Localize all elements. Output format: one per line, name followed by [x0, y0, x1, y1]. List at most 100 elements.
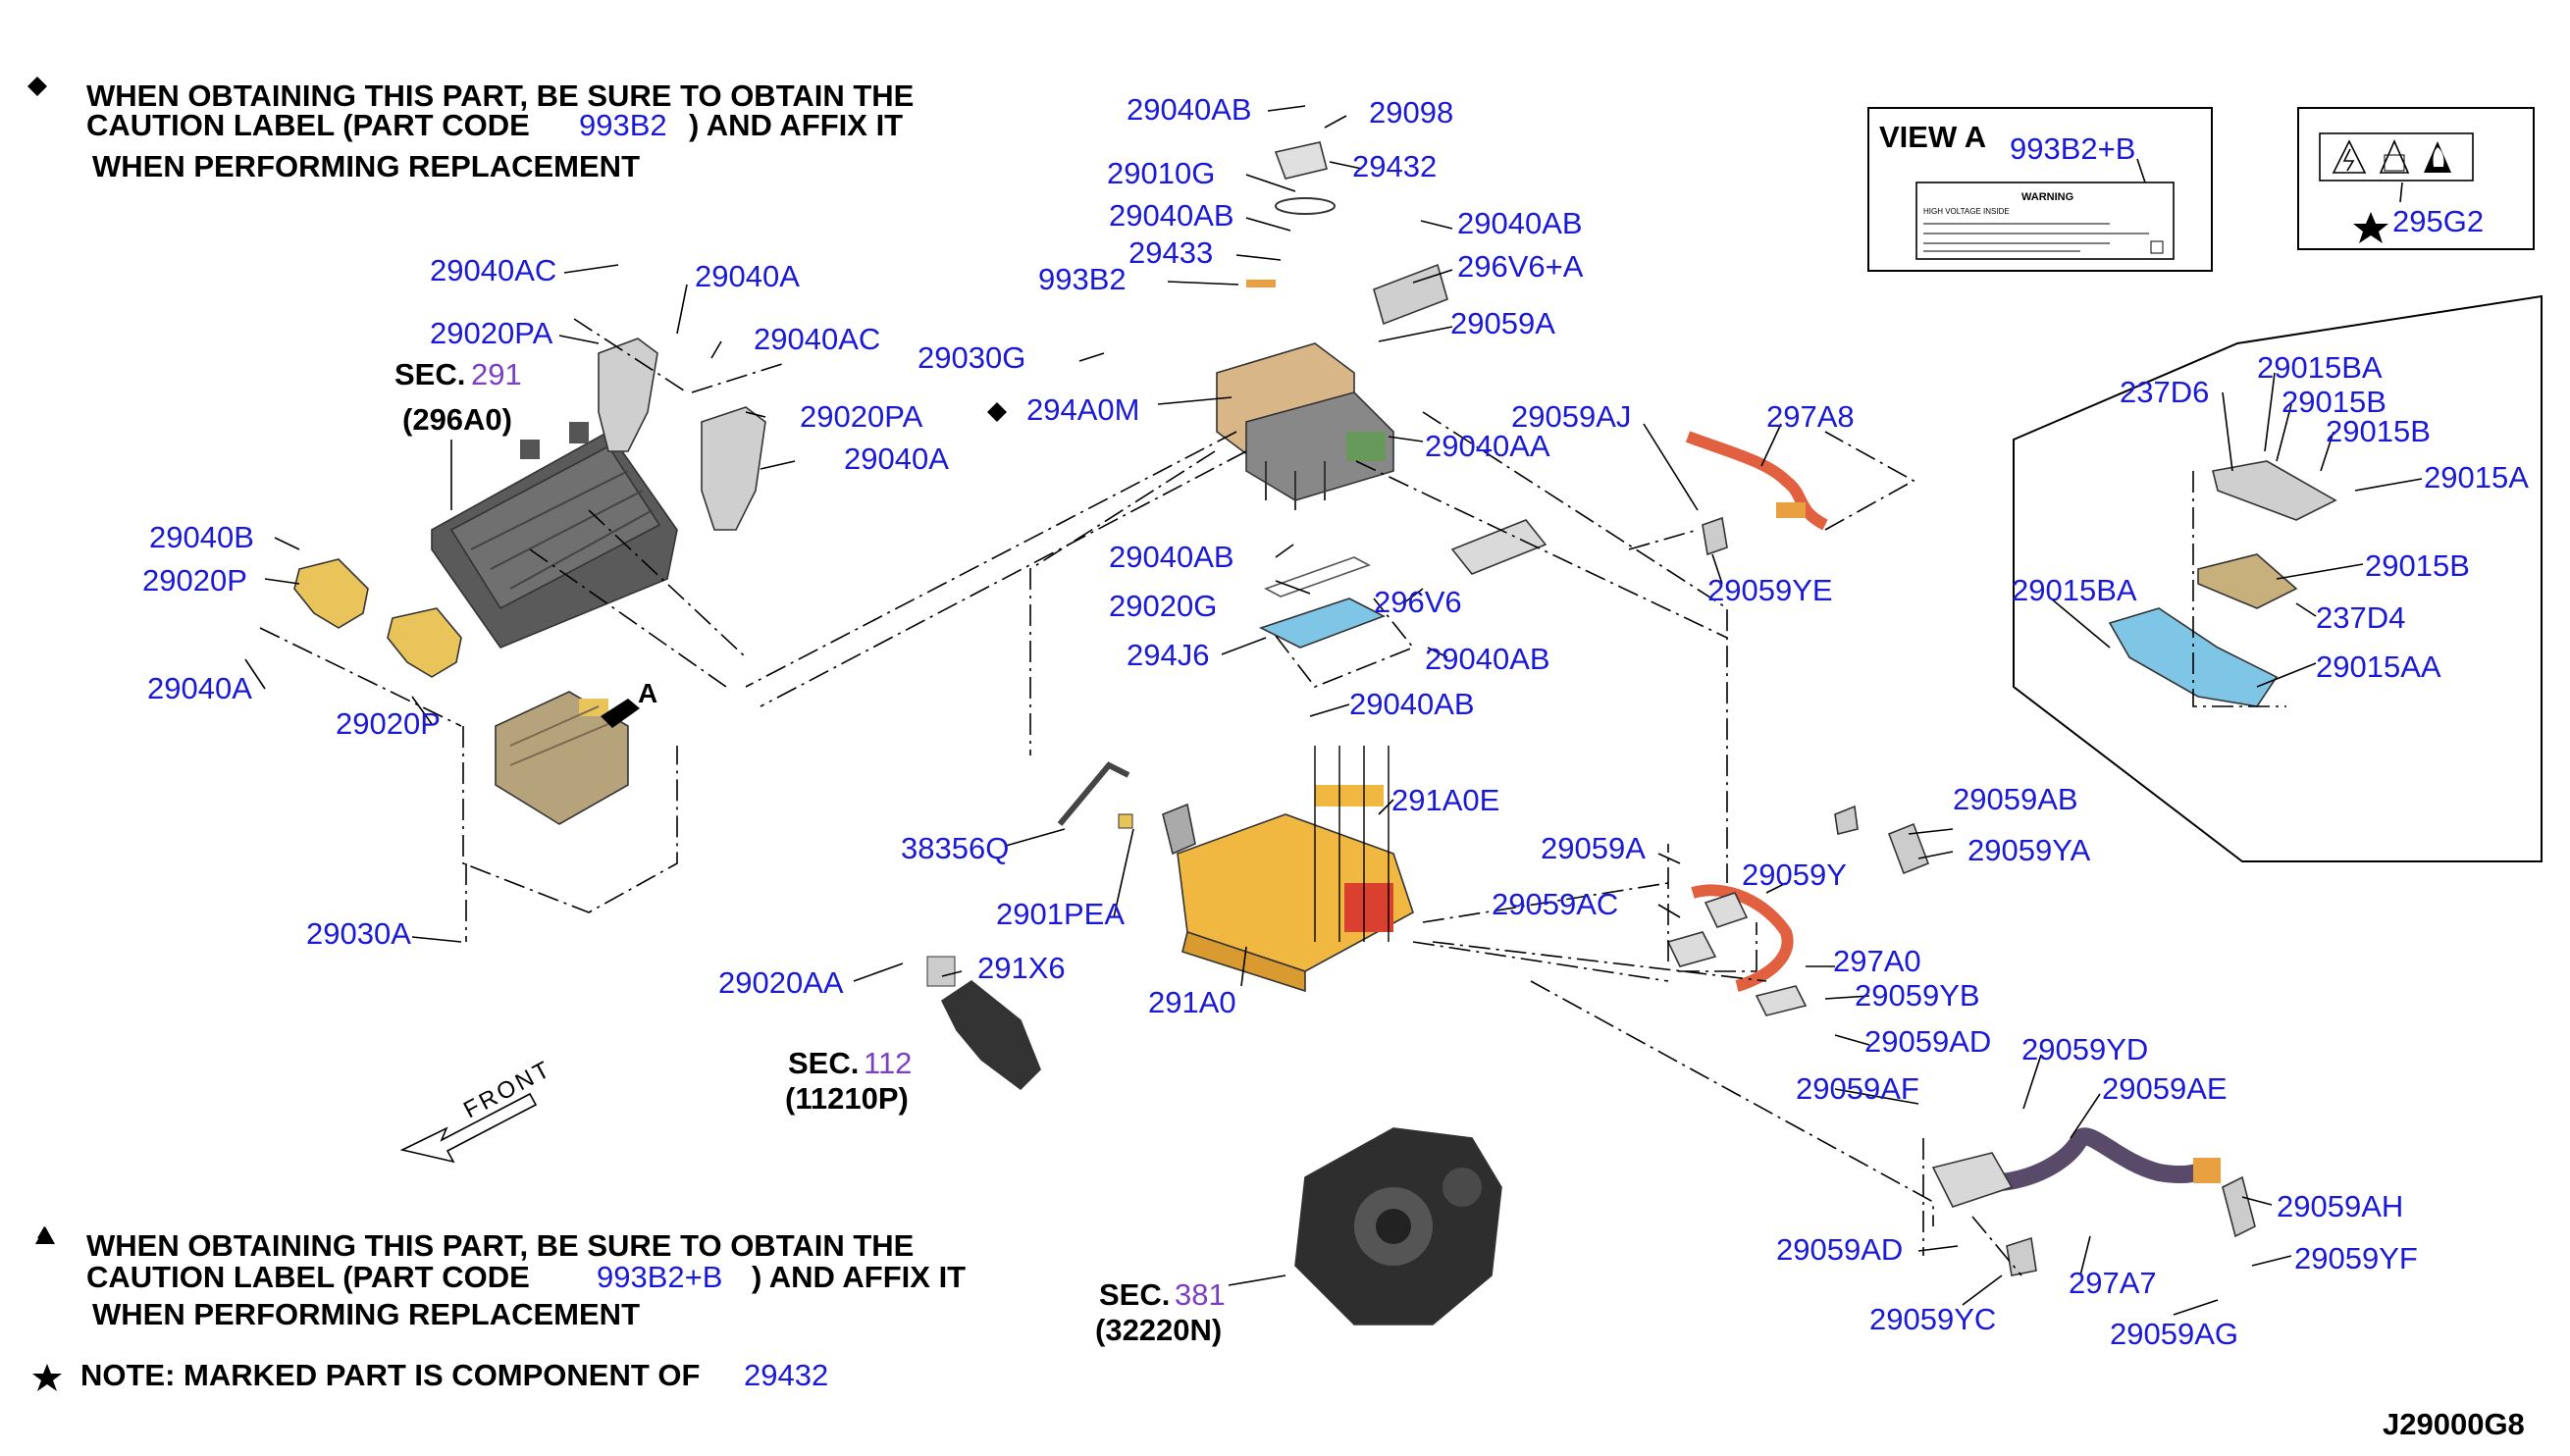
view-a-title: VIEW A: [1879, 120, 1986, 154]
part-29015B-1[interactable]: 29015B: [2282, 385, 2386, 419]
upper-control-module: [1216, 141, 1547, 649]
star-icon: [32, 1364, 62, 1391]
part-29059AH[interactable]: 29059AH: [2277, 1189, 2403, 1223]
view-a-code[interactable]: 993B2+B: [2010, 131, 2135, 166]
part-29059YC[interactable]: 29059YC: [1869, 1302, 1996, 1336]
part-29059AJ[interactable]: 29059AJ: [1511, 399, 1631, 434]
part-29059AD-2[interactable]: 29059AD: [1776, 1232, 1903, 1267]
part-29059AD-1[interactable]: 29059AD: [1864, 1024, 1991, 1059]
part-29030G[interactable]: 29030G: [918, 340, 1025, 375]
part-29059AB[interactable]: 29059AB: [1953, 782, 2078, 816]
note-triangle-line2: CAUTION LABEL (PART CODE: [86, 1260, 530, 1294]
note-star: NOTE: MARKED PART IS COMPONENT OF 29432: [32, 1358, 828, 1392]
part-29020PA-1[interactable]: 29020PA: [430, 316, 553, 350]
part-297A7[interactable]: 297A7: [2069, 1266, 2157, 1300]
part-237D4[interactable]: 237D4: [2316, 600, 2405, 635]
part-29020P-1[interactable]: 29020P: [142, 563, 247, 598]
front-arrow-icon: [399, 1092, 538, 1164]
note-triangle-code[interactable]: 993B2+B: [597, 1260, 722, 1294]
part-29040AB-6[interactable]: 29040AB: [1349, 687, 1475, 721]
part-29040AB-5[interactable]: 29040AB: [1425, 642, 1550, 676]
part-29015BA-1[interactable]: 29015BA: [2257, 350, 2383, 385]
part-294J6[interactable]: 294J6: [1127, 638, 1209, 672]
part-29059AG[interactable]: 29059AG: [2110, 1317, 2238, 1351]
part-29015B-2[interactable]: 29015B: [2326, 414, 2431, 448]
part-291X6[interactable]: 291X6: [977, 951, 1066, 985]
part-29040AB-top[interactable]: 29040AB: [1127, 92, 1252, 127]
part-29059AE[interactable]: 29059AE: [2102, 1071, 2228, 1106]
part-993B2[interactable]: 993B2: [1038, 262, 1127, 296]
note-diamond-line2: CAUTION LABEL (PART CODE: [86, 108, 530, 142]
part-2901PEA[interactable]: 2901PEA: [996, 897, 1125, 931]
junction-box-assembly: [293, 338, 766, 678]
part-29432[interactable]: 29432: [1352, 149, 1437, 183]
part-29040AC-1[interactable]: 29040AC: [430, 253, 556, 287]
part-29030A[interactable]: 29030A: [306, 916, 411, 951]
part-29059YD[interactable]: 29059YD: [2021, 1032, 2148, 1066]
note-diamond: WHEN OBTAINING THIS PART, BE SURE TO OBT…: [27, 77, 914, 183]
part-29059Y[interactable]: 29059Y: [1742, 858, 1847, 892]
part-29020PA-2[interactable]: 29020PA: [800, 399, 923, 434]
part-29059AC[interactable]: 29059AC: [1492, 887, 1618, 921]
part-29059A-2[interactable]: 29059A: [1541, 831, 1646, 865]
part-29040A-2[interactable]: 29040A: [844, 442, 949, 476]
part-29059YF[interactable]: 29059YF: [2294, 1241, 2418, 1275]
part-29015BA-2[interactable]: 29015BA: [2012, 573, 2137, 607]
sec-291-sub: (296A0): [402, 402, 512, 437]
sec-112: SEC. 112 (11210P): [785, 1046, 912, 1116]
part-29040A-1[interactable]: 29040A: [695, 259, 800, 293]
sec-381: SEC. 381 (32220N): [1095, 1274, 1286, 1347]
part-29020G[interactable]: 29020G: [1109, 589, 1217, 623]
part-29040B[interactable]: 29040B: [149, 520, 254, 554]
part-29098[interactable]: 29098: [1369, 95, 1453, 130]
note-star-code[interactable]: 29432: [744, 1358, 828, 1392]
note-triangle-line3: WHEN PERFORMING REPLACEMENT: [92, 1297, 640, 1331]
part-29059AF[interactable]: 29059AF: [1796, 1071, 1919, 1106]
note-diamond-line3: WHEN PERFORMING REPLACEMENT: [92, 149, 640, 183]
inverter-assembly: [1057, 746, 1414, 993]
part-38356Q[interactable]: 38356Q: [901, 831, 1009, 865]
part-29040A-3[interactable]: 29040A: [147, 671, 252, 705]
harness-297A8: [1685, 431, 1828, 556]
part-29059A-1[interactable]: 29059A: [1450, 306, 1555, 340]
front-indicator: FRONT: [399, 1056, 556, 1164]
part-29059YB[interactable]: 29059YB: [1855, 978, 1980, 1013]
part-29015AA[interactable]: 29015AA: [2316, 650, 2441, 684]
part-29059YA[interactable]: 29059YA: [1967, 833, 2091, 867]
part-29040AB-4[interactable]: 29040AB: [1109, 540, 1234, 574]
part-297A8[interactable]: 297A8: [1766, 399, 1855, 434]
part-29015B-3[interactable]: 29015B: [2365, 548, 2470, 583]
part-29040AB-3[interactable]: 29040AB: [1457, 206, 1583, 240]
part-29015A[interactable]: 29015A: [2424, 460, 2529, 494]
part-29040AB-2[interactable]: 29040AB: [1109, 198, 1234, 233]
part-29040AC-2[interactable]: 29040AC: [754, 322, 880, 356]
part-29059YE[interactable]: 29059YE: [1707, 573, 1833, 607]
part-291A0[interactable]: 291A0: [1148, 985, 1236, 1019]
part-291A0E[interactable]: 291A0E: [1391, 783, 1499, 817]
part-29040AA[interactable]: 29040AA: [1425, 429, 1550, 463]
sec-291-num[interactable]: 291: [471, 357, 522, 391]
part-294A0M[interactable]: 294A0M: [1026, 392, 1139, 427]
part-295G2[interactable]: 295G2: [2392, 204, 2484, 238]
part-29010G[interactable]: 29010G: [1107, 156, 1215, 190]
triangle-icon: [35, 1226, 55, 1244]
part-29020AA[interactable]: 29020AA: [718, 965, 844, 1000]
note-diamond-code[interactable]: 993B2: [579, 108, 667, 142]
sec-381-sub: (32220N): [1095, 1313, 1222, 1347]
note-star-text: NOTE: MARKED PART IS COMPONENT OF: [80, 1358, 700, 1392]
part-29020P-2[interactable]: 29020P: [336, 706, 441, 741]
label-box: 295G2: [2297, 107, 2535, 250]
part-29433[interactable]: 29433: [1128, 235, 1213, 270]
sec-291: SEC. 291 (296A0): [394, 357, 522, 510]
part-296V6A[interactable]: 296V6+A: [1457, 249, 1584, 284]
part-237D6[interactable]: 237D6: [2120, 375, 2209, 409]
part-296V6[interactable]: 296V6: [1374, 585, 1462, 619]
part-291A0E-shape: [1315, 785, 1384, 806]
caution-label-heading: WARNING: [2021, 191, 2073, 203]
sec-381-num[interactable]: 381: [1175, 1277, 1226, 1312]
note-triangle-line1: WHEN OBTAINING THIS PART, BE SURE TO OBT…: [86, 1228, 914, 1263]
sec-112-num[interactable]: 112: [864, 1046, 912, 1080]
note-triangle-line2b: ) AND AFFIX IT: [752, 1260, 966, 1294]
part-297A0[interactable]: 297A0: [1833, 944, 1921, 978]
